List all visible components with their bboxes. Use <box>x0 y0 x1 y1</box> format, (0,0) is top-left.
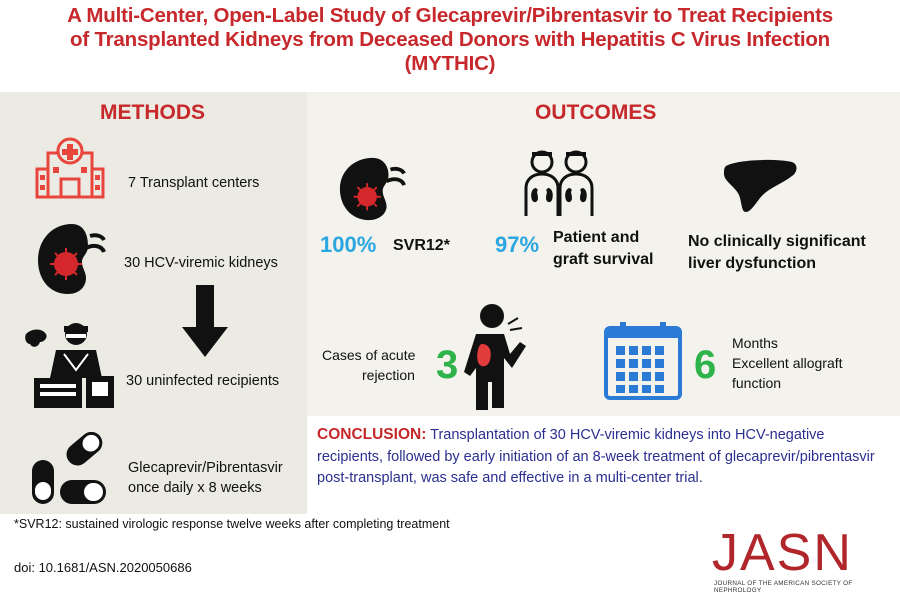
rejection-label-line-2: rejection <box>362 367 415 383</box>
survival-percent: 97% <box>495 232 540 257</box>
methods-recipients: 30 uninfected recipients <box>126 373 280 389</box>
liver-label-line-1: No clinically significant <box>688 233 866 250</box>
methods-centers: 7 Transplant centers <box>128 175 260 191</box>
kidney-virus-icon <box>38 224 106 294</box>
conclusion-text: CONCLUSION: Transplantation of 30 HCV-vi… <box>317 424 887 490</box>
liver-label-line-2: liver dysfunction <box>688 255 817 272</box>
footnote: *SVR12: sustained virologic response twe… <box>14 517 450 531</box>
outcomes-heading: OUTCOMES <box>535 101 657 124</box>
svr-percent: 100% <box>320 232 377 257</box>
doi: doi: 10.1681/ASN.2020050686 <box>14 560 192 575</box>
patients-icon <box>524 150 594 216</box>
journal-subtitle: JOURNAL OF THE AMERICAN SOCIETY OF NEPHR… <box>714 580 853 592</box>
svr-label: SVR12* <box>393 237 450 254</box>
survival-label-line-2: graft survival <box>553 251 654 268</box>
hospital-icon <box>35 137 105 199</box>
journal-logo: JASN <box>712 524 853 582</box>
survival-label-line-1: Patient and <box>553 229 640 246</box>
surgery-icon <box>25 323 114 408</box>
months-label-line-3: function <box>732 375 782 391</box>
methods-drug-line-2: once daily x 8 weeks <box>128 480 262 496</box>
rejection-count: 3 <box>436 343 459 387</box>
methods-drug-line-1: Glecaprevir/Pibrentasvir <box>128 460 283 476</box>
title-line-2: of Transplanted Kidneys from Deceased Do… <box>70 28 830 51</box>
conclusion-body: Transplantation of 30 HCV-viremic kidney… <box>317 427 875 486</box>
arrow-down-icon <box>182 285 228 357</box>
pills-icon <box>32 432 106 504</box>
conclusion-panel <box>307 416 900 514</box>
months-label-line-1: Months <box>732 335 778 351</box>
months-count: 6 <box>694 343 717 387</box>
calendar-icon <box>604 322 682 400</box>
liver-icon <box>724 159 797 212</box>
months-label-line-2: Excellent allograft <box>732 355 843 371</box>
title-line-3: (MYTHIC) <box>404 52 496 75</box>
methods-kidneys: 30 HCV-viremic kidneys <box>124 255 278 271</box>
methods-heading: METHODS <box>100 101 205 124</box>
title-line-1: A Multi-Center, Open-Label Study of Glec… <box>67 4 833 27</box>
rejection-label-line-1: Cases of acute <box>322 347 416 363</box>
sick-person-icon <box>464 304 526 410</box>
kidney-virus-icon <box>339 157 406 221</box>
conclusion-label: CONCLUSION: <box>317 426 427 443</box>
outcomes-panel <box>307 92 900 416</box>
infographic-title: A Multi-Center, Open-Label Study of Glec… <box>0 4 900 76</box>
